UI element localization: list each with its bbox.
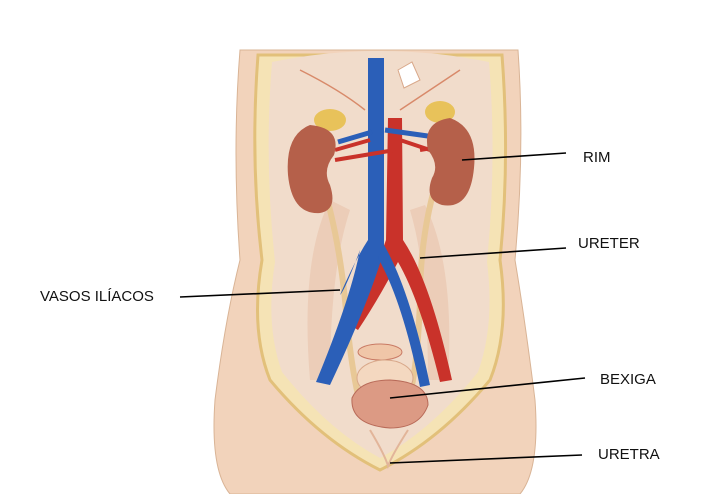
vena-cava [316,58,384,385]
urethra [369,429,409,470]
label-kidney: RIM [583,149,611,166]
renal-vessels [334,138,451,162]
aorta [350,118,452,382]
kidney-left [287,125,336,214]
diaphragm-vessels [299,69,461,111]
adrenal-gland-right [425,101,455,123]
bladder [351,379,429,429]
label-iliac-vessels: VASOS ILÍACOS [40,288,154,305]
leader-line-urethra [389,454,583,464]
bladder-top [357,343,403,361]
iliac-vein-right [378,245,430,387]
kidney-right [426,118,475,206]
leader-line-ureter [419,247,567,259]
esophagus [397,61,421,89]
leader-line-bladder [389,377,586,399]
label-ureter: URETER [578,235,640,252]
leader-line-iliac [179,289,341,298]
adrenal-gland-left [314,109,346,131]
label-urethra: URETRA [598,446,660,463]
leader-line-kidney [461,152,567,161]
label-bladder: BEXIGA [600,371,656,388]
